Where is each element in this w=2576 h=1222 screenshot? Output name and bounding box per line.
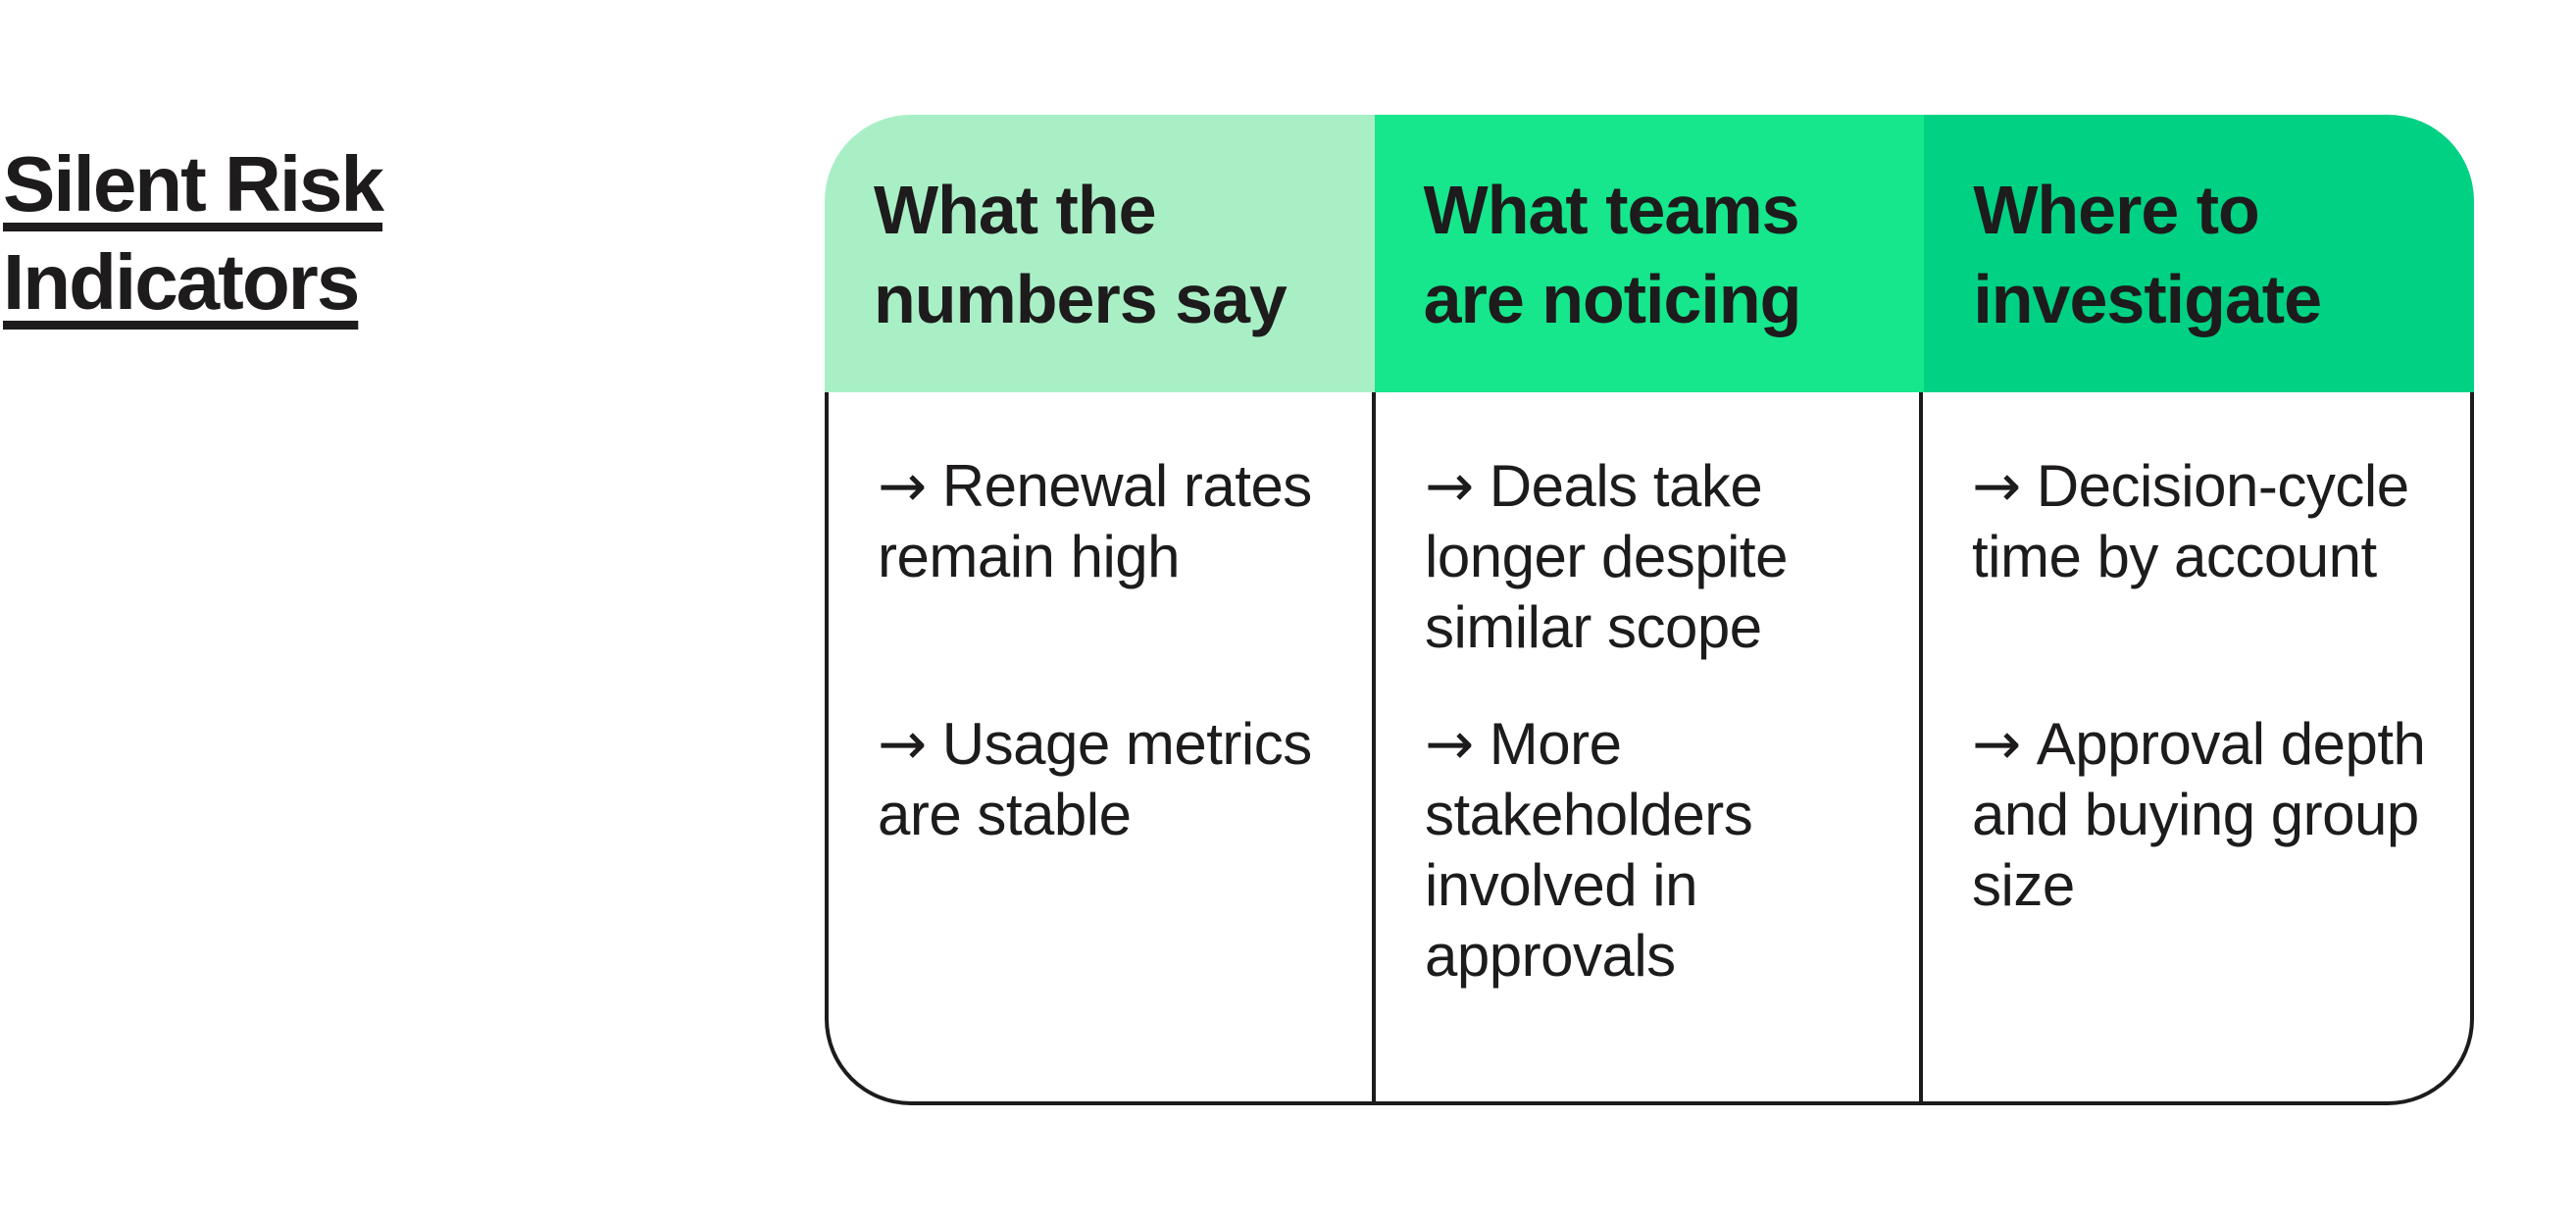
bullet-text: More stakeholders involved in approvals xyxy=(1425,711,1753,989)
bullet-text: Decision-cycle time by account xyxy=(1972,453,2409,589)
table-body: →Renewal rates remain high →Deals take l… xyxy=(825,392,2474,1105)
table-cell: →Usage metrics are stable xyxy=(829,688,1376,1101)
bullet-item: →Deals take longer despite similar scope xyxy=(1425,451,1909,663)
arrow-right-icon: → xyxy=(1425,710,1474,779)
table-header-row: What the numbers say What teams are noti… xyxy=(825,115,2474,392)
arrow-right-icon: → xyxy=(878,710,927,779)
bullet-item: →Usage metrics are stable xyxy=(878,709,1362,850)
page-title: Silent Risk Indicators xyxy=(3,140,384,326)
table-cell: →More stakeholders involved in approvals xyxy=(1376,688,1923,1101)
bullet-item: →Decision-cycle time by account xyxy=(1972,451,2460,592)
bullet-item: →Renewal rates remain high xyxy=(878,451,1362,592)
header-cell-numbers: What the numbers say xyxy=(825,115,1375,392)
arrow-right-icon: → xyxy=(1972,452,2021,521)
bullet-item: →More stakeholders involved in approvals xyxy=(1425,709,1909,992)
header-cell-teams: What teams are noticing xyxy=(1374,115,1925,392)
arrow-right-icon: → xyxy=(1425,452,1474,521)
table-cell: →Decision-cycle time by account xyxy=(1923,392,2470,688)
silent-risk-indicators-table: What the numbers say What teams are noti… xyxy=(825,115,2474,1105)
bullet-text: Deals take longer despite similar scope xyxy=(1425,453,1788,660)
table-cell: →Renewal rates remain high xyxy=(829,392,1376,688)
arrow-right-icon: → xyxy=(1972,710,2021,779)
arrow-right-icon: → xyxy=(878,452,927,521)
bullet-item: →Approval depth and buying group size xyxy=(1972,709,2460,921)
bullet-text: Approval depth and buying group size xyxy=(1972,711,2426,918)
table-cell: →Deals take longer despite similar scope xyxy=(1376,392,1923,688)
bullet-text: Renewal rates remain high xyxy=(878,453,1312,589)
header-cell-investigate: Where to investigate xyxy=(1924,115,2474,392)
table-cell: →Approval depth and buying group size xyxy=(1923,688,2470,1101)
bullet-text: Usage metrics are stable xyxy=(878,711,1312,847)
